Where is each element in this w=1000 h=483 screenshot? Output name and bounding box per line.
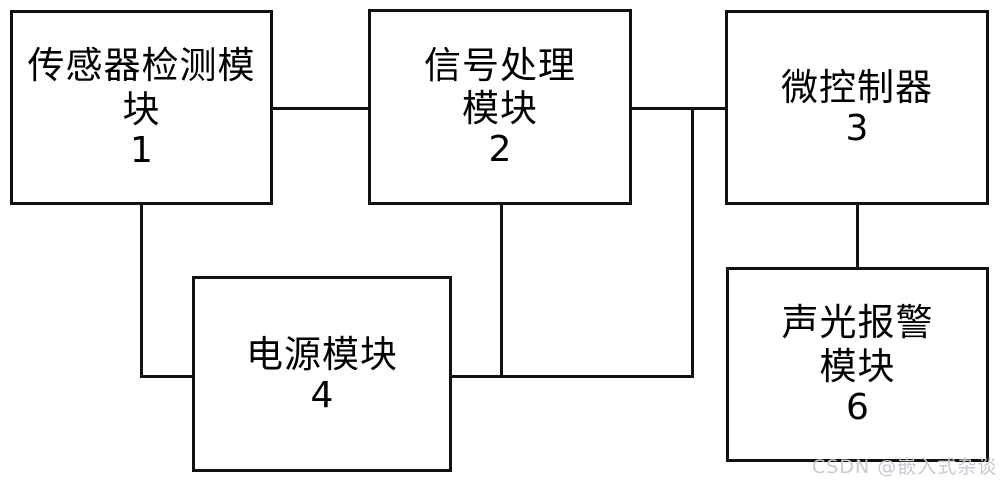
node-index-sensor-detection-module: 1 [130, 129, 153, 171]
connector-sensor-to-power-seg-0 [140, 203, 143, 378]
connector-signal-to-power-bus-seg-0 [500, 203, 503, 378]
node-label-power-supply-module: 电源模块 [246, 332, 398, 376]
connector-sensor-to-signal-seg-0 [271, 107, 370, 110]
connector-microcontroller-to-alarm-seg-0 [856, 203, 859, 269]
node-index-signal-processing-module: 2 [488, 129, 512, 171]
connector-sensor-to-power-seg-1 [140, 375, 195, 378]
node-index-microcontroller: 3 [845, 108, 869, 150]
connector-power-to-microcontroller-seg-1 [691, 107, 694, 378]
node-label-sensor-detection-module: 传感器检测模块 [27, 44, 256, 131]
node-index-audible-visual-alarm-module: 6 [846, 386, 869, 428]
node-label-signal-processing-module: 信号处理 模块 [424, 43, 576, 131]
node-label-audible-visual-alarm-module: 声光报警 模块 [781, 301, 934, 388]
connector-power-to-microcontroller-seg-0 [449, 375, 694, 378]
node-index-power-supply-module: 4 [310, 374, 334, 416]
connector-signal-to-microcontroller-seg-0 [630, 107, 727, 110]
node-label-microcontroller: 微控制器 [781, 66, 933, 110]
